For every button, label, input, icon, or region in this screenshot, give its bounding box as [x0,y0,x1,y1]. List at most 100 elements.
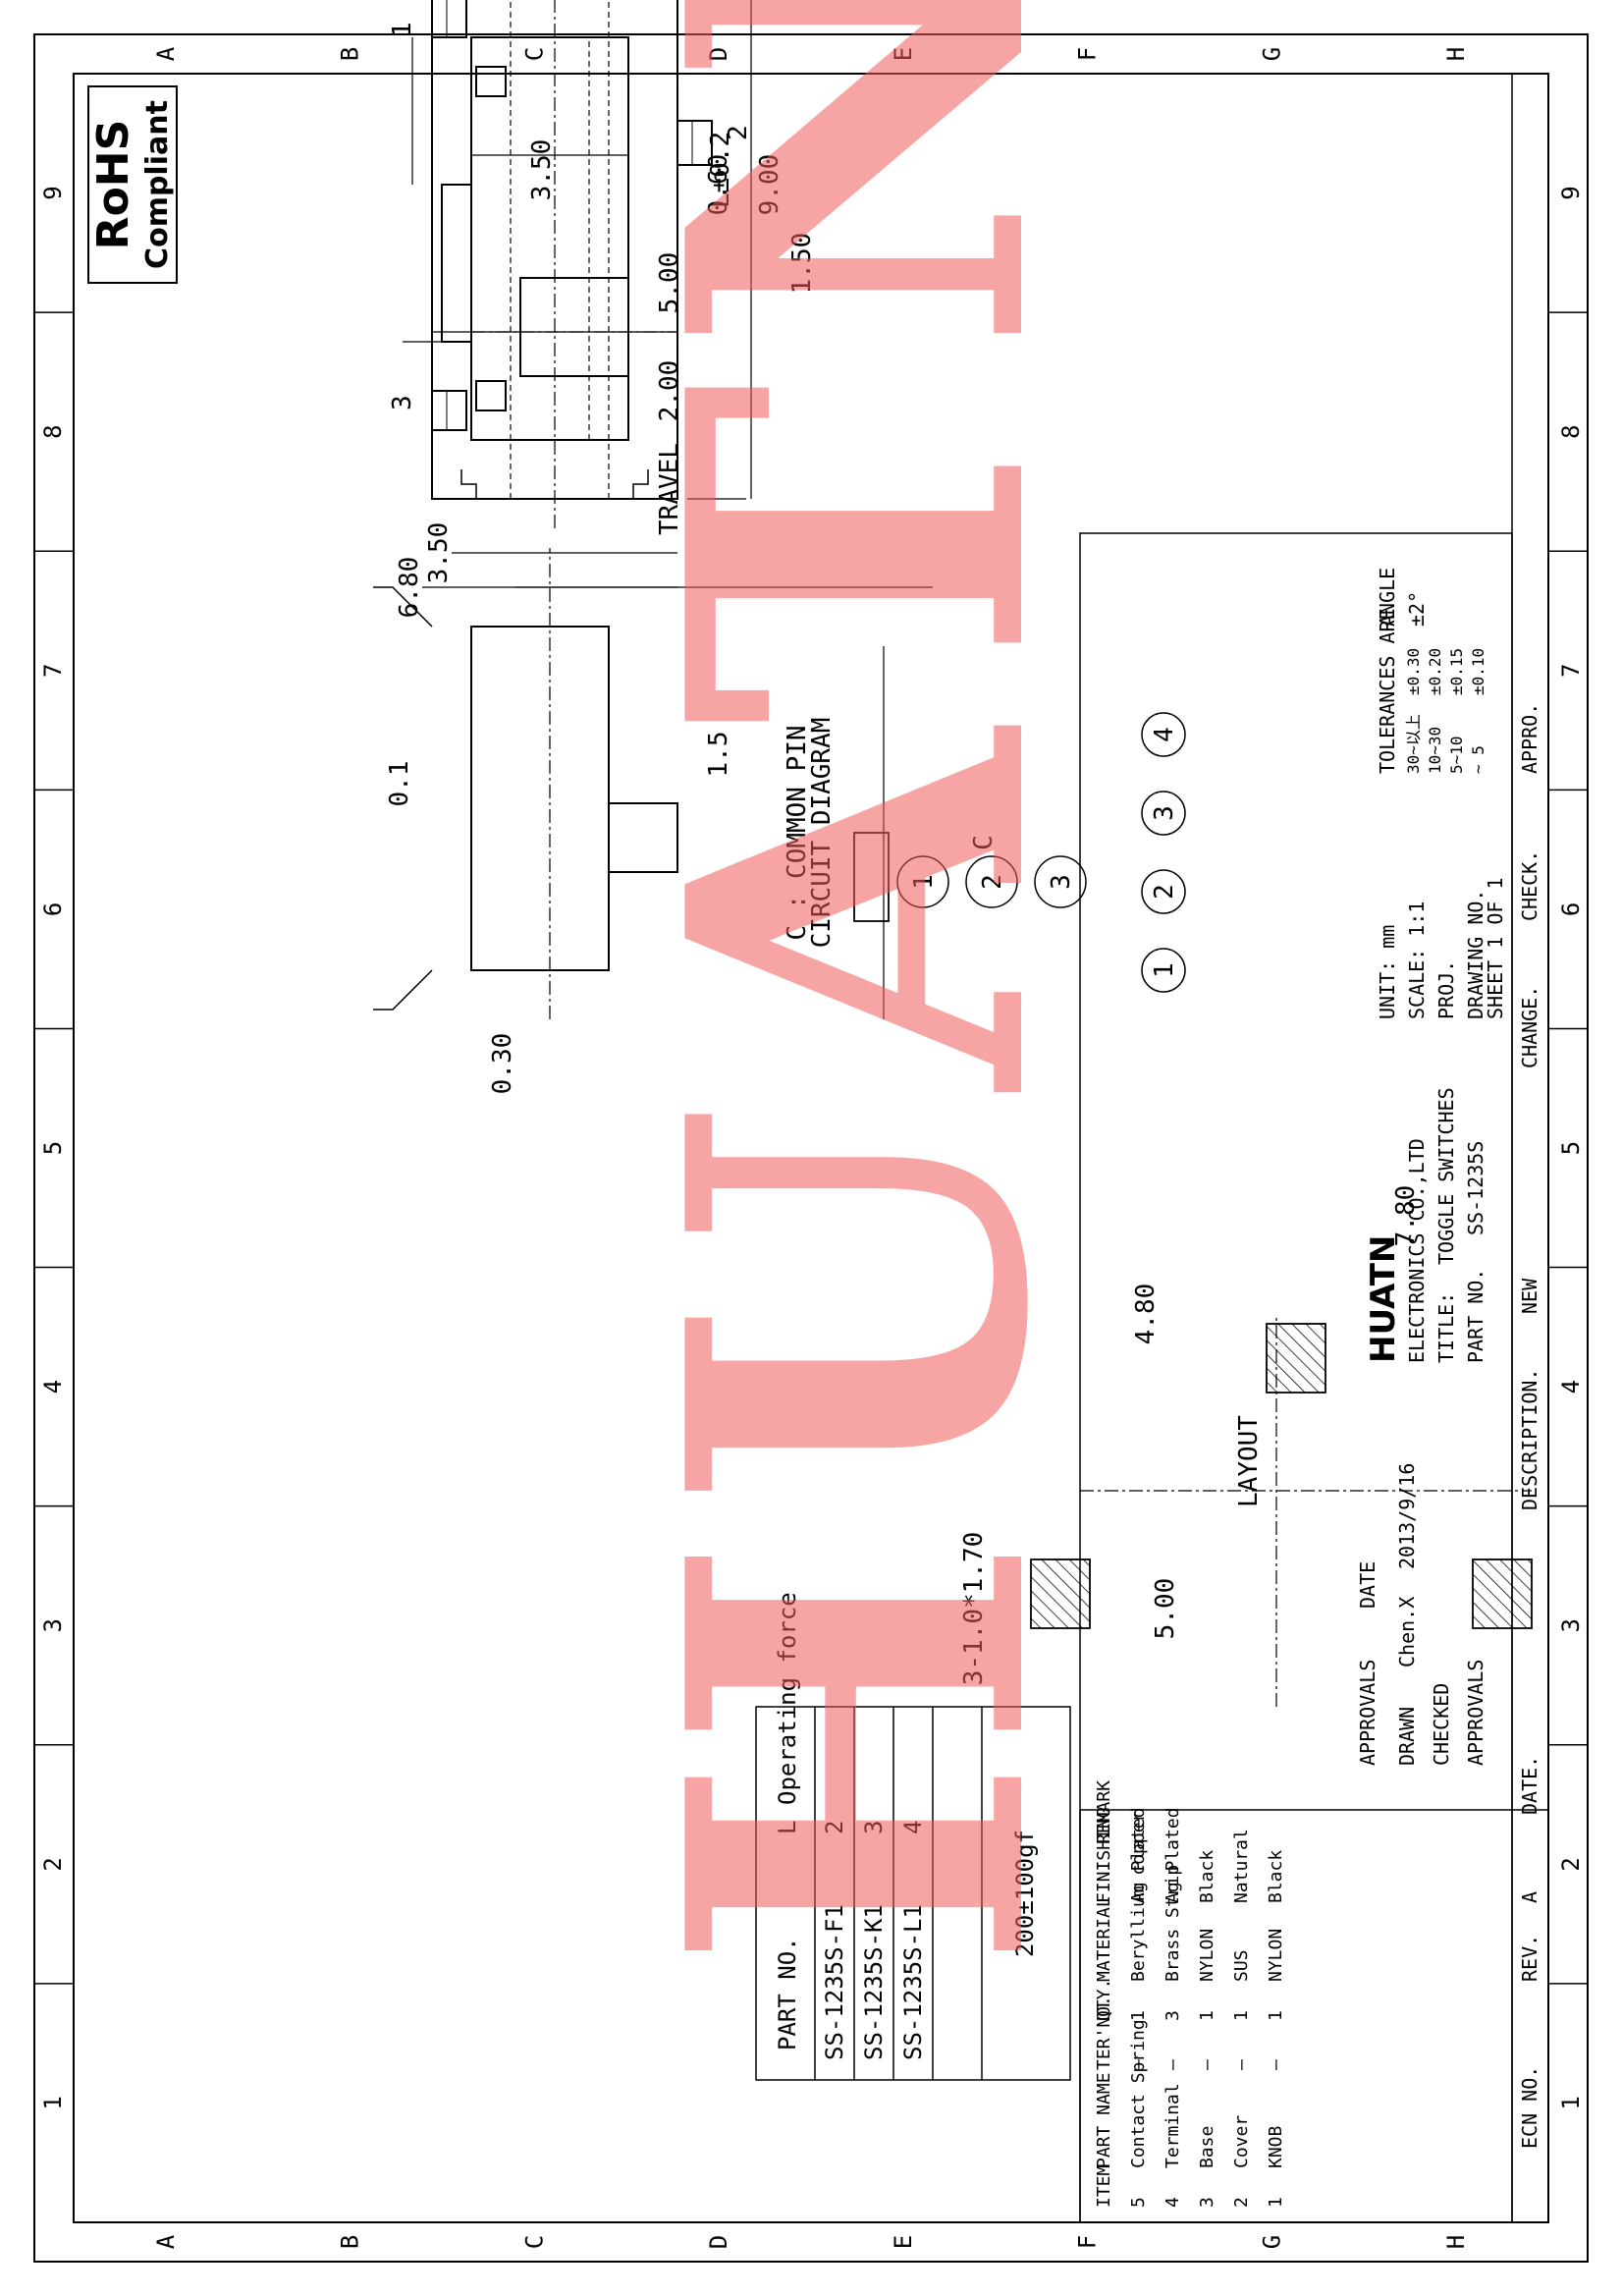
circuit-pin-1: 1 [909,874,939,890]
tol-range: 10~30 [1426,727,1444,774]
dim-9-00: 9.00 [755,154,784,216]
rev-check-label: CHECK. [1518,850,1541,921]
bom-cell: 5 [1128,2197,1149,2208]
circuit-slider [853,832,890,922]
bom-cell: 1 [1231,2010,1252,2021]
frame-col-1: 1 [39,2096,67,2109]
frame-col-5: 5 [39,1141,67,1155]
slider-window [519,277,629,377]
frame-row-B-right: B [337,47,364,61]
frame-row-C: C [520,2235,548,2249]
bom-header: REMARK [1094,1780,1114,1844]
layout-dim-4-80: 4.80 [1131,1284,1161,1345]
tb-tol-label: TOLERANCES ARE [1376,608,1399,774]
pin1-label: 1 [388,22,417,37]
sheet-frame [33,33,1589,2263]
bom-header: QTY. [1094,1979,1114,2021]
frame-col-3-bottom: 3 [1557,1618,1585,1632]
tb-checked-label: CHECKED [1430,1683,1453,1766]
frame-col-6-bottom: 6 [1557,902,1585,916]
rev-ecn-label: ECN NO. [1518,2066,1541,2149]
company-logo: HUATN [1364,1235,1403,1363]
frame-row-A: A [152,2234,180,2249]
side-body [470,36,629,441]
dim-3-50-top: 3.50 [424,522,454,584]
bom-header: PART NAME [1094,2072,1114,2168]
bom-cell: 4 [1162,2197,1183,2208]
bom-cell: 2 [1231,2197,1252,2208]
tb-partno-label: PART NO. [1464,1269,1487,1363]
frame-col-7-bottom: 7 [1557,664,1585,678]
bom-cell: 1 [1197,2010,1217,2021]
bom-cell: — [1162,2059,1183,2070]
bom-header: TER'NO. [1094,1995,1114,2070]
rev-rev-value: A [1518,1891,1541,1903]
rev-rev-label: REV. [1518,1935,1541,1982]
bom-cell: — [1197,2059,1217,2070]
rev-appro-label: APPRO. [1518,703,1541,774]
bom-cell: SUS [1231,1949,1252,1982]
layout-title: LAYOUT [1234,1415,1264,1507]
rev-desc-value: NEW [1518,1278,1541,1314]
bom-cell: Ag Plated [1162,1807,1183,1903]
bom-cell: 1 [1128,2010,1149,2021]
title-block-text: APPROVALS DATE DRAWN Chen.X 2013/9/16 CH… [1356,568,1507,1766]
part-table-header-l: L [774,1821,801,1834]
title-block [1079,532,1513,2223]
pin2 [676,120,713,166]
rev-change-label: CHANGE. [1518,986,1541,1068]
tol-range: 5~10 [1447,736,1466,774]
bom-cell: — [1266,2059,1286,2070]
bom-cell: Black [1197,1850,1217,1903]
bom-cell: NYLON [1197,1929,1217,1982]
circuit-pin-circle-1 [896,855,949,908]
pin3-label: 3 [388,395,417,410]
layout-holes: 3-1.0*1.70 [959,1532,989,1686]
circuit-subtitle: C : COMMON PIN [783,725,812,940]
revision-text: ECN NO. REV. A DATE. DESCRIPTION. NEW CH… [1518,703,1541,2149]
bom-cell: — [1231,2059,1252,2070]
circuit-pin-2: 2 [978,874,1007,890]
bom-cell: Natural [1231,1829,1252,1903]
frame-row-B: B [337,2235,364,2249]
frame-col-6: 6 [39,902,67,916]
bom-cell: Cover [1231,2115,1252,2168]
frame-row-F: F [1074,2235,1102,2249]
bom-cell: 3 [1197,2197,1217,2208]
part-table-row-l: 2 [821,1821,848,1834]
front-callout-2: 2 [1150,884,1179,900]
front-callout-3: 3 [1150,805,1179,821]
rohs-title: RoHS [88,120,138,250]
front-dim-1-5: 1.5 [704,732,733,778]
front-callout-4: 4 [1150,727,1179,742]
bom-cell: Brass Strip [1162,1865,1183,1982]
bom-cell: — [1128,2059,1149,2070]
frame-col-3: 3 [39,1618,67,1632]
frame-col-2-bottom: 2 [1557,1857,1585,1871]
bom-cell: Base [1197,2126,1217,2168]
part-table-row-l: 3 [860,1821,888,1834]
side-dim-1-50: 1.50 [787,233,817,295]
part-table-row-partno: SS-1235S-L1 [899,1904,927,2060]
circuit-pin-circle-3 [1034,855,1087,908]
frame-col-4-bottom: 4 [1557,1380,1585,1394]
tol-value: ±0.15 [1447,648,1466,695]
dim-0-60: 0.60 [704,154,733,216]
side-view [441,36,629,441]
frame-row-F-right: F [1074,47,1102,61]
tol-range: 30~以上 [1404,714,1423,774]
pin1 [431,0,467,38]
bom-cell: Beryllium copper [1128,1811,1149,1982]
circuit-labels: C CIRCUIT DIAGRAM C : COMMON PIN [783,718,999,949]
frame-col-1-bottom: 1 [1557,2096,1585,2109]
pad-1 [1030,1558,1091,1629]
frame-row-C-right: C [520,47,548,61]
part-table-header-force: Operating force [774,1592,801,1805]
operating-force-value: 200±100gf [1011,1830,1039,1957]
part-table-row-partno: SS-1235S-K1 [860,1904,888,2060]
side-view-labels: 3.50 L±0.2 1.50 [527,132,817,294]
